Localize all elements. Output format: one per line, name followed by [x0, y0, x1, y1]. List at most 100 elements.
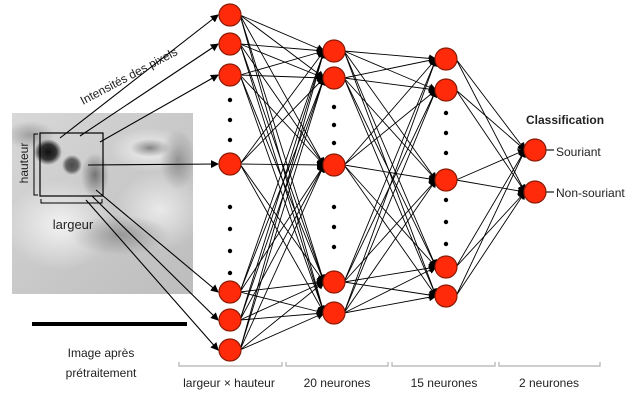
ellipsis-dot [227, 270, 233, 276]
connection-line [239, 73, 325, 82]
input-arrow [85, 199, 219, 351]
connection-line [239, 49, 325, 76]
ellipsis-dot [443, 110, 449, 116]
connection-line [239, 14, 325, 52]
connection-line [239, 43, 325, 80]
connection-line [343, 89, 437, 166]
neuron [322, 153, 346, 177]
layer-label-output: 2 neurones [519, 376, 579, 390]
connection-line [239, 164, 325, 293]
connection-line [239, 14, 326, 283]
ellipsis-dot [331, 224, 337, 230]
input-arrow [87, 160, 219, 169]
neurons [218, 3, 547, 362]
layer-bracket-hidden1 [285, 362, 389, 367]
connection-line [455, 149, 526, 297]
neuron [218, 32, 242, 56]
connection-line [455, 191, 526, 297]
connection-line [343, 50, 437, 91]
connection-line [239, 281, 325, 351]
ellipsis-dot [331, 104, 337, 110]
neuron [218, 3, 242, 27]
connection-line [343, 58, 438, 314]
connection-line [343, 50, 437, 268]
neuron [218, 152, 242, 176]
connection-line [455, 179, 526, 195]
layer-label-hidden2: 15 neurones [411, 376, 478, 390]
neuron [218, 63, 242, 87]
network-connections [239, 14, 526, 351]
face-image [12, 113, 193, 294]
layer-label-input: largeur × hauteur [183, 376, 275, 390]
connection-line [239, 164, 325, 351]
ellipsis-dot [227, 226, 233, 232]
connection-line [239, 50, 326, 351]
neuron [434, 47, 458, 71]
neuron [434, 255, 458, 279]
neuron [322, 66, 346, 90]
input-arrow [91, 195, 219, 321]
connection-line [455, 149, 526, 181]
connection-line [239, 160, 325, 169]
ellipsis-dot [331, 140, 337, 146]
output-label-souriant: Souriant [556, 145, 601, 159]
connection-line [239, 163, 325, 283]
ellipsis-dot [443, 130, 449, 136]
width-bracket [40, 199, 103, 204]
layer-bracket-output [498, 362, 601, 367]
image-caption-line2: prétraitement [66, 366, 137, 380]
connection-line [343, 50, 437, 63]
connection-line [239, 43, 325, 166]
layer-bracket-input [178, 362, 283, 367]
connection-line [343, 264, 437, 283]
ellipsis-dot [331, 244, 337, 250]
connection-line [239, 43, 326, 283]
connection-line [343, 164, 437, 268]
connection-line [343, 77, 437, 181]
connection-line [239, 164, 325, 321]
input-arrow [59, 14, 219, 139]
output-neuron [523, 138, 547, 162]
connection-line [239, 50, 326, 321]
neuron [322, 270, 346, 294]
ellipsis-dot [227, 117, 233, 123]
ellipsis-dot [331, 204, 337, 210]
ellipsis-dot [443, 197, 449, 203]
input-arrow [79, 43, 219, 137]
neuron [434, 168, 458, 192]
ellipsis-dot [227, 248, 233, 254]
pixel-intensities-label: Intensités des pixels [78, 45, 180, 108]
layer-bracket-hidden2 [391, 362, 496, 367]
connection-line [239, 278, 325, 293]
ellipsis-dot [227, 204, 233, 210]
ellipsis-dot [443, 150, 449, 156]
connection-line [343, 179, 437, 314]
input-arrow [99, 74, 219, 143]
neuron [218, 338, 242, 362]
input-arrows [59, 14, 554, 351]
connection-line [455, 191, 526, 268]
connection-line [239, 74, 326, 283]
connection-line [343, 58, 437, 166]
connection-line [239, 50, 325, 165]
neuron [218, 280, 242, 304]
ellipsis-dot [443, 241, 449, 247]
classification-label: Classification [526, 113, 604, 127]
connection-line [239, 291, 325, 316]
width-label: largeur [53, 217, 94, 232]
ellipsis-dot [227, 137, 233, 143]
ellipsis-dot [227, 97, 233, 103]
ellipsis-dot [443, 219, 449, 225]
connection-line [239, 74, 326, 314]
connection-line [455, 58, 526, 151]
layer-brackets [178, 362, 601, 367]
ellipsis-dots [227, 97, 449, 276]
connection-line [239, 14, 325, 166]
connection-line [343, 89, 438, 314]
connection-line [343, 164, 437, 183]
neuron [322, 39, 346, 63]
connection-line [455, 89, 526, 151]
connection-line [239, 50, 326, 293]
connection-line [343, 281, 437, 299]
